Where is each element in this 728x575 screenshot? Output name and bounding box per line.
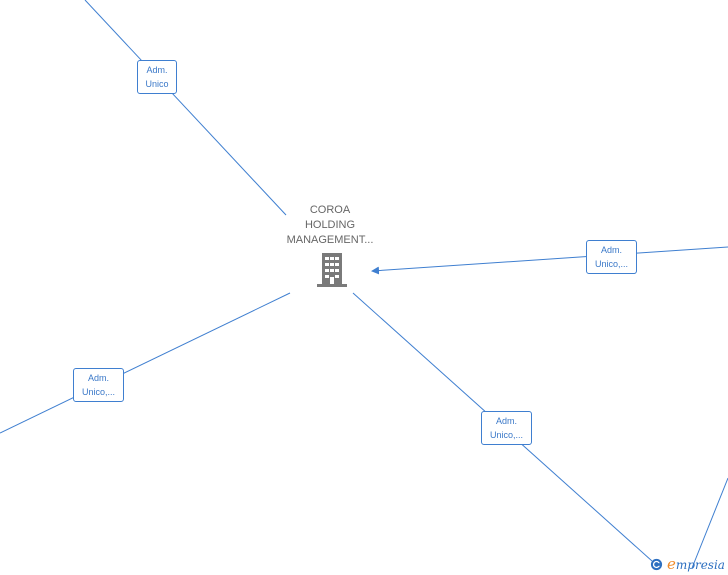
edge-bottom-corner <box>691 477 728 569</box>
relation-type: Unico,... <box>489 430 523 440</box>
brand-first-letter: e <box>667 555 676 573</box>
relation-label-left[interactable]: Adm. Unico,... <box>73 368 124 402</box>
company-name-line-1: COROA <box>309 204 351 216</box>
building-icon[interactable] <box>316 252 348 288</box>
relation-type: Unico <box>145 79 169 89</box>
edge-top-left <box>84 0 287 216</box>
relation-type: Unico,... <box>594 259 628 269</box>
relation-label-bottom[interactable]: Adm. Unico,... <box>481 411 532 445</box>
edge-left <box>0 292 291 434</box>
relation-label-top-left[interactable]: Adm. Unico <box>137 60 177 94</box>
company-name-label[interactable]: COROA HOLDING MANAGEMENT... <box>270 203 390 248</box>
relation-role: Adm. <box>87 373 109 383</box>
relation-role: Adm. <box>600 245 622 255</box>
relation-role: Adm. <box>146 65 168 75</box>
copyright-icon <box>650 558 663 570</box>
empresia-logo[interactable]: empresia <box>650 554 725 574</box>
company-name-line-3: MANAGEMENT... <box>286 234 374 246</box>
company-name-line-2: HOLDING <box>304 219 356 231</box>
relation-role: Adm. <box>495 416 517 426</box>
brand-rest: mpresia <box>675 558 725 572</box>
edge-right <box>371 246 728 275</box>
brand-name: empresia <box>667 555 725 573</box>
relation-label-right[interactable]: Adm. Unico,... <box>586 240 637 274</box>
relation-type: Unico,... <box>81 387 115 397</box>
